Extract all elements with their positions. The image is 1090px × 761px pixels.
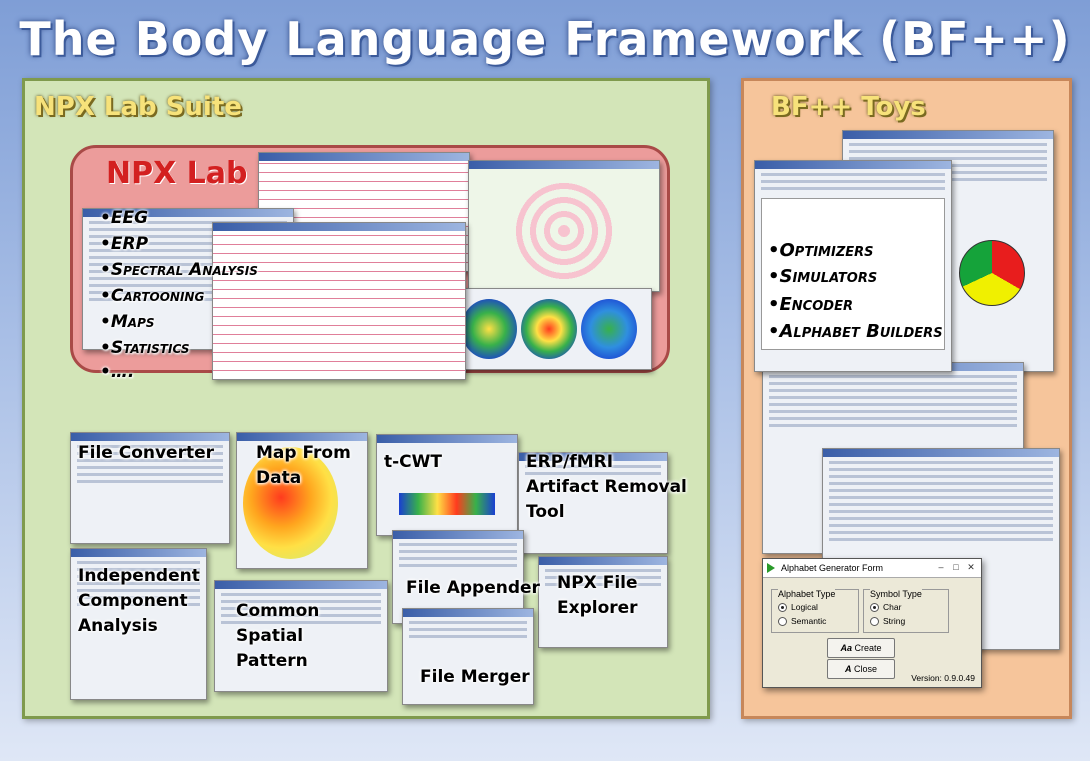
file-appender-label: File Appender — [406, 578, 540, 598]
char-radio[interactable]: Char — [870, 602, 901, 613]
app-icon — [767, 563, 775, 573]
feature-simulators: •Simulators — [768, 266, 878, 287]
file-merger-label: File Merger — [420, 667, 530, 687]
create-icon: Aa — [840, 643, 852, 653]
feature-cartooning: •Cartooning — [100, 286, 205, 306]
npx-lab-topography-window — [468, 160, 660, 292]
file-converter-window — [70, 432, 230, 544]
symbol-type-group: Symbol Type Char String — [863, 589, 949, 633]
alphabet-type-label: Alphabet Type — [778, 589, 836, 599]
string-radio[interactable]: String — [870, 616, 905, 627]
close-button[interactable]: A Close — [827, 659, 895, 679]
form-title: Alphabet Generator Form — [781, 563, 884, 573]
csp-window — [214, 580, 388, 692]
feature-encoder: •Encoder — [768, 294, 853, 315]
minimize-icon[interactable]: – — [938, 562, 944, 572]
npx-lab-maps-window — [440, 288, 652, 370]
toy-line-board-window — [754, 160, 952, 372]
feature-statistics: •Statistics — [100, 338, 190, 358]
map-from-data-window — [236, 432, 368, 569]
close-button-icon: A — [844, 664, 852, 674]
npx-file-explorer-window — [538, 556, 668, 648]
semantic-radio[interactable]: Semantic — [778, 616, 826, 627]
file-merger-window — [402, 608, 534, 705]
create-button[interactable]: Aa Create — [827, 638, 895, 658]
close-icon[interactable]: ✕ — [967, 562, 975, 572]
maximize-icon[interactable]: □ — [953, 562, 959, 572]
feature-optimizers: •Optimizers — [768, 240, 874, 261]
alphabet-generator-form: Alphabet Generator Form – □ ✕ Alphabet T… — [762, 558, 982, 688]
erp-fmri-window — [518, 452, 668, 554]
version-text: Version: 0.9.0.49 — [911, 673, 975, 683]
alphabet-type-group: Alphabet Type Logical Semantic — [771, 589, 859, 633]
page-title: The Body Language Framework (BF++) — [19, 12, 1071, 66]
ica-window — [70, 548, 207, 700]
feature-erp: •ERP — [100, 234, 149, 254]
npx-lab-suite-title: NPX Lab Suite — [34, 92, 242, 122]
npx-lab-eeg-window — [212, 222, 466, 380]
tcwt-label: t-CWT — [384, 452, 443, 472]
logical-radio[interactable]: Logical — [778, 602, 818, 613]
symbol-type-label: Symbol Type — [870, 589, 922, 599]
feature-spectral-analysis: •Spectral Analysis — [100, 260, 258, 280]
map-from-data-label: Map From Data — [256, 443, 351, 488]
ica-label: Independent Component Analysis — [78, 566, 200, 636]
pie-chart — [959, 240, 1025, 306]
bf-toys-title: BF++ Toys — [771, 92, 926, 122]
tcwt-window — [376, 434, 518, 536]
feature-maps: •Maps — [100, 312, 155, 332]
npx-file-explorer-label: NPX File Explorer — [557, 573, 638, 618]
feature-more: •…. — [100, 362, 135, 382]
file-converter-label: File Converter — [78, 443, 215, 463]
csp-label: Common Spatial Pattern — [236, 601, 320, 671]
erp-fmri-label: ERP/fMRI Artifact Removal Tool — [526, 452, 687, 522]
form-titlebar: Alphabet Generator Form – □ ✕ — [763, 559, 981, 578]
feature-eeg: •EEG — [100, 208, 149, 228]
npx-lab-title: NPX Lab — [106, 156, 248, 191]
feature-alphabet-builders: •Alphabet Builders — [768, 321, 943, 342]
